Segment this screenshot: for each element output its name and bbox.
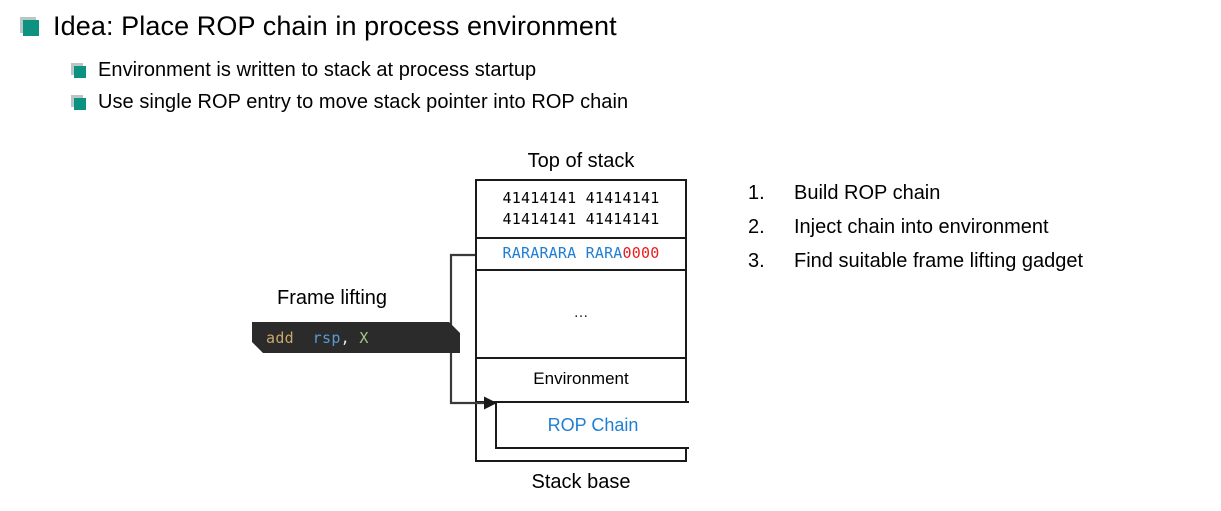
code-gap	[294, 329, 313, 347]
step-number: 1.	[748, 182, 765, 204]
step-text: Find suitable frame lifting gadget	[794, 250, 1084, 272]
step-number: 3.	[748, 250, 765, 272]
code-operand: X	[359, 328, 369, 347]
stack-divider	[477, 237, 685, 239]
step-number: 2.	[748, 216, 765, 238]
stack-cell-gap: …	[477, 269, 685, 357]
environment-label: Environment	[533, 369, 629, 388]
stack-diagram-box: 41414141 41414141 41414141 41414141 RARA…	[475, 179, 689, 462]
frame-lifting-code-box: add rsp, X	[252, 322, 460, 353]
stack-divider	[477, 269, 685, 271]
step-item: 3. Find suitable frame lifting gadget	[748, 250, 1083, 273]
ra-blue-part: RARARARA RARA	[502, 244, 623, 262]
stack-base-label: Stack base	[531, 471, 631, 493]
rop-chain-label: ROP Chain	[547, 414, 639, 435]
stack-divider	[477, 357, 685, 359]
ra-red-part: 0000	[622, 244, 660, 262]
rop-chain-box: ROP Chain	[495, 401, 689, 449]
top-of-stack-label: Top of stack	[527, 150, 635, 172]
code-text: add rsp, X	[252, 329, 369, 347]
stack-cell-environment: Environment	[477, 357, 685, 401]
bullet-marker-icon	[71, 95, 87, 111]
step-text: Build ROP chain	[794, 182, 941, 204]
hex-line-2: 41414141 41414141	[502, 210, 660, 228]
code-register: rsp	[312, 328, 341, 347]
bullet-text: Use single ROP entry to move stack point…	[98, 91, 629, 113]
ra-text: RARARARA RARA0000	[503, 244, 660, 262]
bullet-item-level2-b: Use single ROP entry to move stack point…	[71, 89, 628, 116]
bullet-text: Environment is written to stack at proce…	[98, 59, 537, 81]
stack-cell-padding: 41414141 41414141 41414141 41414141	[477, 181, 685, 237]
frame-lifting-title: Frame lifting	[277, 287, 388, 309]
steps-list: 1. Build ROP chain 2. Inject chain into …	[748, 182, 1083, 284]
bullet-item-level2-a: Environment is written to stack at proce…	[71, 57, 536, 84]
hex-line-1: 41414141 41414141	[502, 189, 660, 207]
ellipsis-label: …	[573, 304, 589, 321]
bullet-item-level1: Idea: Place ROP chain in process environ…	[20, 8, 617, 44]
step-item: 2. Inject chain into environment	[748, 216, 1083, 239]
bullet-marker-icon	[71, 63, 87, 79]
code-punctuation: ,	[340, 328, 351, 347]
bullet-marker-icon	[20, 17, 40, 37]
step-text: Inject chain into environment	[794, 216, 1049, 238]
step-item: 1. Build ROP chain	[748, 182, 1083, 205]
code-opcode: add	[266, 328, 294, 347]
bullet-text: Idea: Place ROP chain in process environ…	[53, 11, 617, 41]
stack-cell-return-address: RARARARA RARA0000	[477, 237, 685, 269]
